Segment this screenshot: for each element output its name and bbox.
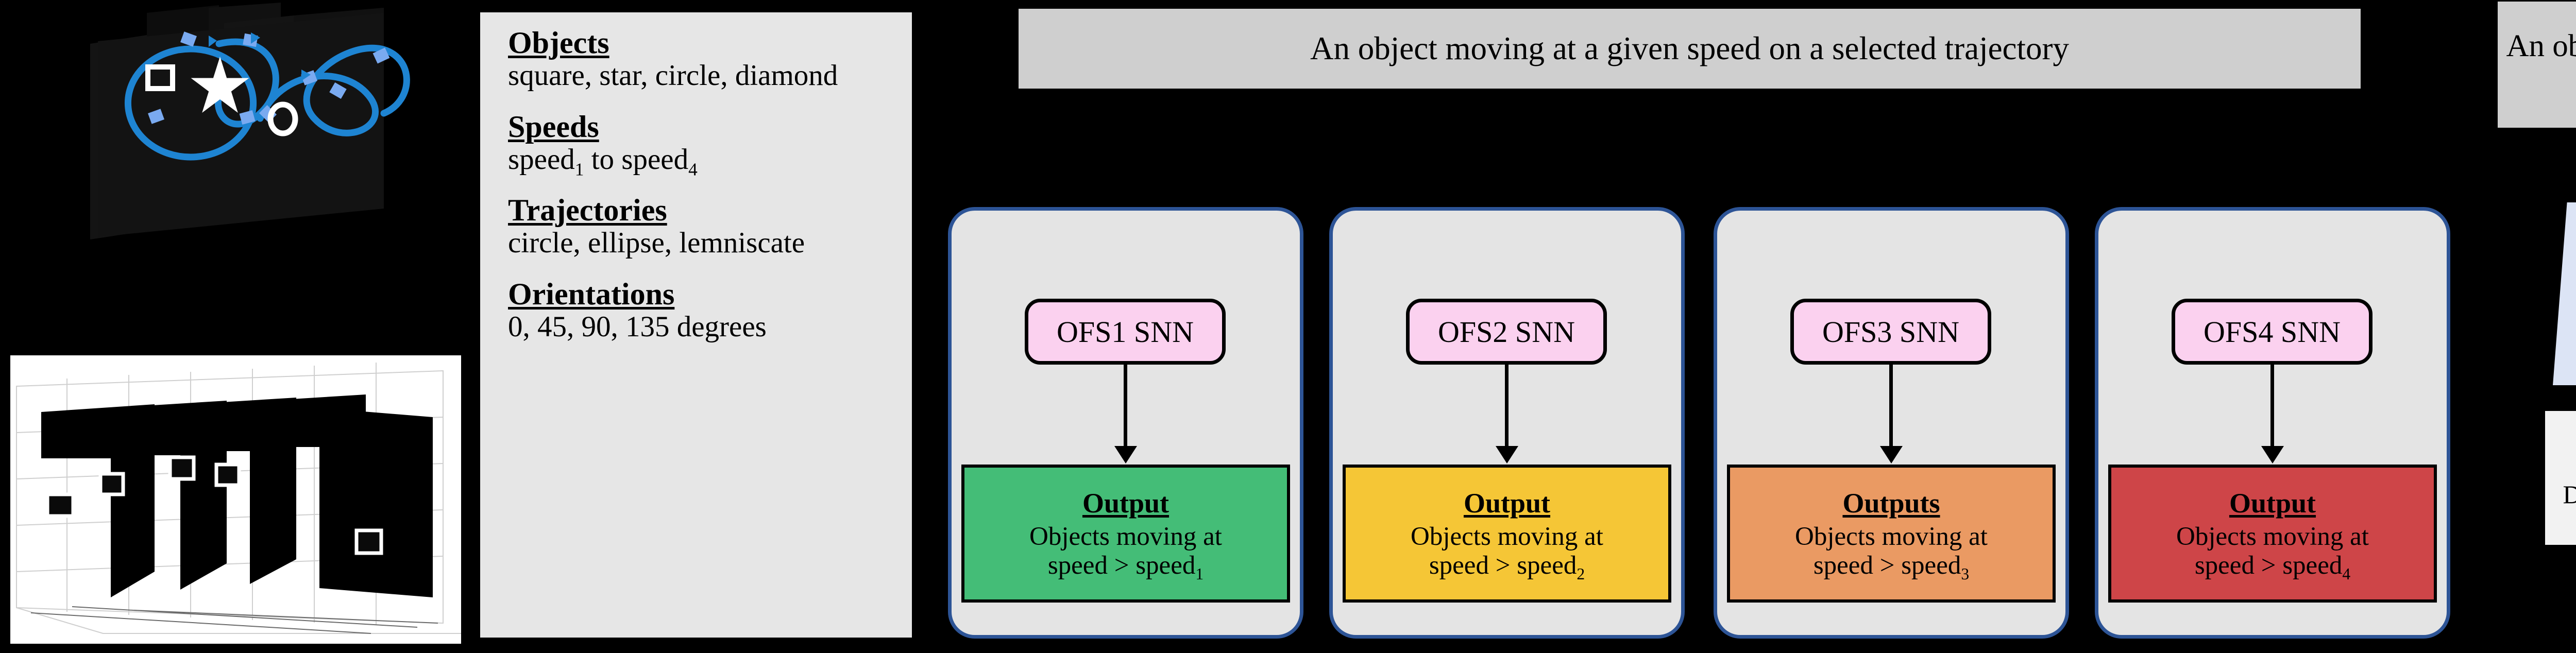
output-box-3: Outputs Objects moving at speed > speed3 [1727, 465, 2056, 603]
arrowhead-down-icon [1114, 446, 1137, 463]
output-box-2: Output Objects moving at speed > speed2 [1343, 465, 1671, 603]
spacer [508, 260, 912, 278]
center-banner-label: An object moving at a given speed on a s… [1310, 30, 2069, 66]
speeds-mid: to speed [584, 143, 689, 176]
parameters-panel: Objects square, star, circle, diamond Sp… [480, 12, 912, 638]
output-line1-2: Objects moving at [1411, 522, 1603, 551]
output-sub-1: 1 [1195, 565, 1204, 583]
output-line1-3: Objects moving at [1795, 522, 1988, 551]
spacer [508, 176, 912, 194]
output-text-1: Objects moving at speed > speed1 [1029, 522, 1222, 583]
output-sub-2: 2 [1577, 565, 1585, 583]
snn-block-ofs4[interactable]: OFS4 SNN [2172, 299, 2372, 365]
output-sub-4: 4 [2342, 565, 2351, 583]
output-line1-1: Objects moving at [1029, 522, 1222, 551]
output-line2-2: speed > speed [1429, 551, 1577, 580]
banner-to-card-connector-3 [1889, 89, 1893, 207]
output-line1-4: Objects moving at [2176, 522, 2369, 551]
parameters-value-objects: square, star, circle, diamond [508, 59, 838, 92]
output-text-2: Objects moving at speed > speed2 [1411, 522, 1603, 583]
arrowhead-down-icon [2261, 446, 2284, 463]
parameters-value-orientations: 0, 45, 90, 135 degrees [508, 310, 767, 343]
snn-to-output-connector-2 [1505, 365, 1509, 452]
output-line2-3: speed > speed [1813, 551, 1961, 580]
output-title-4: Output [2229, 487, 2316, 519]
snn-block-ofs1[interactable]: OFS1 SNN [1025, 299, 1226, 365]
right-outputs-item: Direction (angle) [2563, 480, 2576, 509]
output-title-2: Output [1463, 487, 1551, 519]
banner-to-card-connector-2 [1505, 89, 1509, 207]
output-text-4: Objects moving at speed > speed4 [2176, 522, 2369, 583]
output-text-3: Objects moving at speed > speed3 [1795, 522, 1988, 583]
arrowhead-down-icon [1880, 446, 1903, 463]
parameters-heading-orientations: Orientations [508, 277, 675, 311]
arrowhead-down-icon [1496, 446, 1518, 463]
center-banner: An object moving at a given speed on a s… [1019, 9, 2361, 89]
right-banner: An object moving at a given speed on a s… [2498, 2, 2576, 128]
illustration-column [0, 0, 474, 653]
snn-label-ofs4: OFS4 SNN [2204, 315, 2341, 349]
output-sub-3: 3 [1961, 565, 1970, 583]
output-line2-1: speed > speed [1047, 551, 1196, 580]
output-line2-4: speed > speed [2194, 551, 2343, 580]
parameters-heading-objects: Objects [508, 26, 609, 60]
output-box-4: Output Objects moving at speed > speed4 [2108, 465, 2437, 603]
parameters-value-trajectories: circle, ellipse, lemniscate [508, 227, 805, 260]
object-trajectories-illustration [90, 3, 410, 239]
snn-to-output-connector-1 [1124, 365, 1127, 452]
output-title-1: Output [1082, 487, 1170, 519]
snn-to-output-connector-4 [2270, 365, 2274, 452]
snn-label-ofs2: OFS2 SNN [1438, 315, 1575, 349]
speeds-prefix: speed [508, 143, 575, 176]
spacer [508, 92, 912, 111]
ofpd-ann-block[interactable]: OFPD ANN [2553, 202, 2576, 385]
speeds-sub-first: 1 [574, 159, 584, 180]
snn-label-ofs1: OFS1 SNN [1057, 315, 1194, 349]
parameters-heading-trajectories: Trajectories [508, 193, 667, 228]
output-title-3: Outputs [1842, 487, 1940, 519]
output-box-1: Output Objects moving at speed > speed1 [961, 465, 1290, 603]
event-planes-3d-illustration [10, 355, 461, 644]
speeds-sub-last: 4 [688, 159, 698, 180]
snn-to-output-connector-3 [1889, 365, 1893, 452]
snn-block-ofs3[interactable]: OFS3 SNN [1790, 299, 1991, 365]
parameters-heading-speeds: Speeds [508, 109, 599, 144]
parameters-value-speeds: speed1 to speed4 [508, 143, 912, 180]
banner-to-card-connector-1 [1124, 89, 1127, 207]
snn-label-ofs3: OFS3 SNN [1822, 315, 1959, 349]
right-outputs-box: Outputs Pose (x,y) Direction (angle) Spe… [2545, 411, 2576, 545]
banner-to-card-connector-4 [2270, 89, 2274, 207]
right-banner-label: An object moving at a given speed on a s… [2506, 28, 2576, 63]
snn-block-ofs2[interactable]: OFS2 SNN [1406, 299, 1607, 365]
